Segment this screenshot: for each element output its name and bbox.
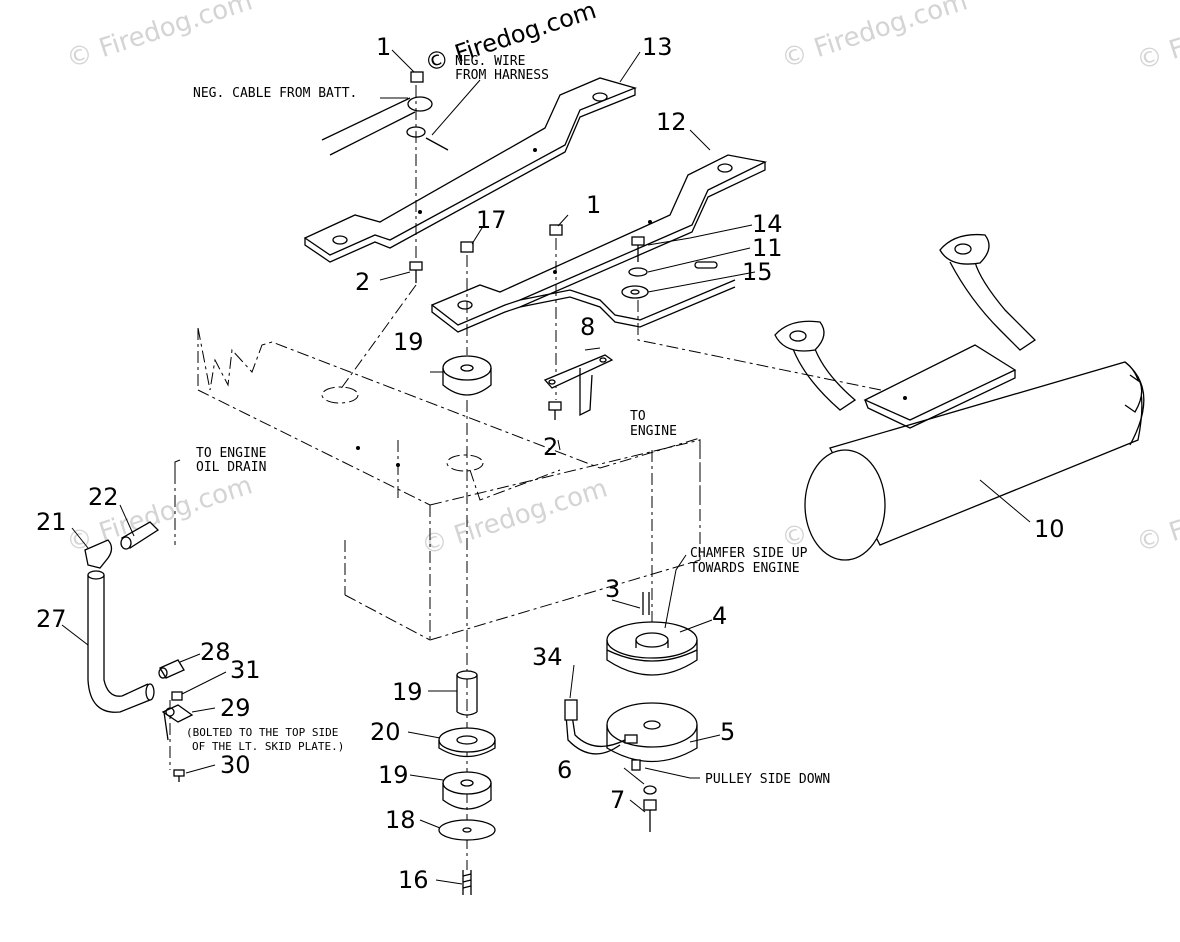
callout-6: 6	[557, 756, 572, 784]
part-5-clutch	[564, 699, 698, 832]
note-to-engine: ENGINE	[630, 424, 677, 439]
watermark: © Firedog.com	[1133, 470, 1180, 558]
callout-28: 28	[200, 638, 231, 666]
callout-16: 16	[398, 866, 429, 894]
callout-29: 29	[220, 694, 251, 722]
part-19-mount-upper	[442, 355, 492, 396]
callout-15: 15	[742, 258, 773, 286]
battery-cable	[321, 96, 449, 156]
note-bolted: OF THE LT. SKID PLATE.)	[192, 740, 344, 753]
callout-5: 5	[720, 718, 735, 746]
watermark: © Firedog.com	[1133, 0, 1180, 77]
callout-18: 18	[385, 806, 416, 834]
callout-20: 20	[370, 718, 401, 746]
callout-14: 14	[752, 210, 783, 238]
note-oil-drain: TO ENGINE	[196, 446, 266, 461]
notes: NEG. CABLE FROM BATT. NEG. WIRE FROM HAR…	[186, 54, 830, 787]
callout-1: 1	[376, 33, 391, 61]
part-4-pulley	[606, 592, 698, 676]
callout-19: 19	[392, 678, 423, 706]
note-chamfer: TOWARDS ENGINE	[690, 561, 800, 576]
callout-3: 3	[605, 575, 620, 603]
callout-34: 34	[532, 643, 563, 671]
callout-21: 21	[36, 508, 67, 536]
callout-2: 2	[543, 433, 558, 461]
watermark: © Firedog.com	[63, 0, 256, 75]
callout-12: 12	[656, 108, 687, 136]
callout-22: 22	[88, 483, 119, 511]
frame-skid-plate	[197, 327, 701, 641]
leader-lines	[61, 49, 1031, 885]
callout-17: 17	[476, 206, 507, 234]
part-27-drain-hose	[87, 570, 155, 713]
hose-clamp-hardware	[158, 659, 194, 782]
note-to-engine: TO	[630, 409, 646, 424]
note-oil-drain: OIL DRAIN	[196, 460, 266, 475]
callout-2: 2	[355, 268, 370, 296]
callout-1: 1	[586, 191, 601, 219]
callout-4: 4	[712, 602, 727, 630]
part-8-bracket	[543, 354, 614, 417]
watermark: © Firedog.com	[778, 0, 971, 75]
callout-13: 13	[642, 33, 673, 61]
oil-drain-fittings	[84, 521, 160, 569]
note-bolted: (BOLTED TO THE TOP SIDE	[186, 726, 338, 739]
part-12-bracket	[430, 154, 768, 333]
note-chamfer: CHAMFER SIDE UP	[690, 546, 808, 561]
callout-19: 19	[378, 761, 409, 789]
part-13-bracket	[303, 77, 638, 263]
callout-10: 10	[1034, 515, 1065, 543]
callout-27: 27	[36, 605, 67, 633]
part-10-muffler	[774, 233, 1145, 561]
callout-8: 8	[580, 313, 595, 341]
watermark: © Firedog.com	[418, 473, 611, 561]
callout-30: 30	[220, 751, 251, 779]
note-pulley-side: PULLEY SIDE DOWN	[705, 772, 830, 787]
callout-numbers: 1 1 17 2 2 13 12 14 11 15 8 19 10 3 4 34…	[36, 33, 1065, 894]
lower-mount-stack	[438, 670, 496, 895]
note-neg-wire: NEG. WIRE	[455, 54, 525, 69]
hardware	[409, 71, 649, 420]
callout-7: 7	[610, 786, 625, 814]
callout-19: 19	[393, 328, 424, 356]
callout-11: 11	[752, 234, 783, 262]
note-neg-cable: NEG. CABLE FROM BATT.	[193, 86, 357, 101]
callout-31: 31	[230, 656, 261, 684]
note-neg-wire: FROM HARNESS	[455, 68, 549, 83]
